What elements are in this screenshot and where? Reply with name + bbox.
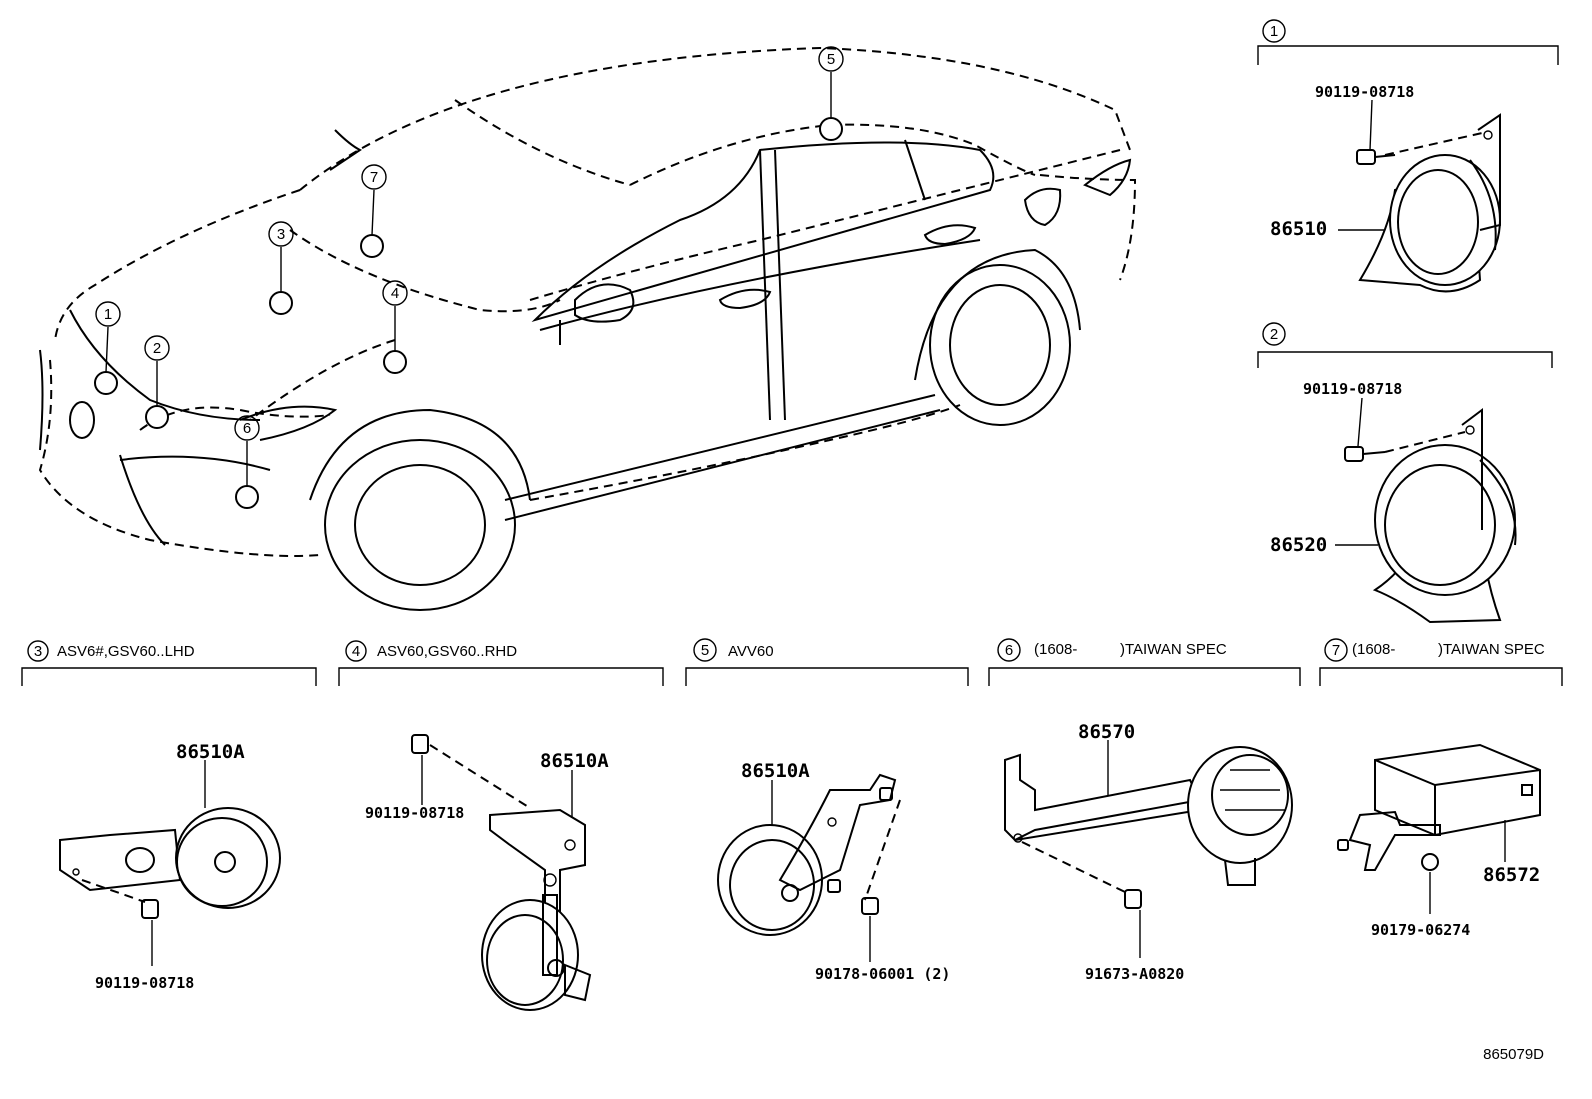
- car-callout-2: 2: [144, 335, 170, 361]
- section-1: 1 90119-08718 86510: [1257, 19, 1559, 293]
- part-90119-08718-s1: 90119-08718: [1315, 83, 1414, 101]
- horn-86510a-s4-icon: [411, 734, 592, 1011]
- car-callout-7: 7: [361, 164, 387, 190]
- svg-text:2: 2: [153, 340, 161, 357]
- horn-86510-icon: [1356, 113, 1501, 293]
- car-callout-3: 3: [268, 221, 294, 247]
- part-90119-08718-s4: 90119-08718: [365, 804, 464, 822]
- car-outline: [38, 46, 1137, 611]
- svg-text:4: 4: [391, 285, 399, 302]
- svg-text:7: 7: [370, 169, 378, 186]
- part-90119-08718-s3: 90119-08718: [95, 974, 194, 992]
- section-3: 3 ASV6#,GSV60..LHD 86510A 90119-08718: [21, 640, 317, 992]
- sensor-86570-icon: [1004, 746, 1293, 909]
- svg-text:2: 2: [1270, 326, 1278, 343]
- section-7: 7 (1608- )TAIWAN SPEC 86572 90179-06274: [1319, 638, 1563, 939]
- svg-text:6: 6: [1005, 642, 1013, 659]
- section-6-spec: )TAIWAN SPEC: [1120, 641, 1227, 658]
- part-86572-label: 86572: [1483, 864, 1540, 886]
- part-86510-label: 86510: [1270, 218, 1327, 240]
- car-callout-6: 6: [234, 415, 260, 441]
- svg-text:5: 5: [701, 642, 709, 659]
- svg-text:3: 3: [34, 643, 42, 660]
- car-callout-1: 1: [95, 301, 121, 327]
- horn-86510a-s3-icon: [59, 807, 281, 919]
- section-3-caption: ASV6#,GSV60..LHD: [57, 643, 195, 660]
- figure-id: 865079D: [1483, 1046, 1544, 1063]
- horn-86510a-s5-icon: [717, 773, 901, 936]
- part-90178-06001-s5: 90178-06001 (2): [815, 965, 950, 983]
- svg-text:6: 6: [243, 420, 251, 437]
- section-4-caption: ASV60,GSV60..RHD: [377, 643, 517, 660]
- part-91673-a0820-s6: 91673-A0820: [1085, 965, 1184, 983]
- ecu-86572-icon: [1337, 743, 1541, 871]
- section-5: 5 AVV60 86510A 90178-06001 (2): [685, 638, 969, 983]
- section-2: 2 90119-08718 86520: [1257, 322, 1553, 624]
- car-locations: [94, 72, 843, 509]
- section-7-date: (1608-: [1352, 641, 1395, 658]
- car-callout-5: 5: [818, 46, 844, 72]
- svg-text:3: 3: [277, 226, 285, 243]
- part-86510a-s4: 86510A: [540, 750, 609, 772]
- part-86570-label: 86570: [1078, 721, 1135, 743]
- svg-text:4: 4: [352, 643, 360, 660]
- svg-text:1: 1: [104, 306, 112, 323]
- part-86520-label: 86520: [1270, 534, 1327, 556]
- part-86510a-s3: 86510A: [176, 741, 245, 763]
- horn-86520-icon: [1344, 408, 1517, 624]
- section-5-caption: AVV60: [728, 643, 774, 660]
- svg-text:1: 1: [1270, 23, 1278, 40]
- part-90119-08718-s2: 90119-08718: [1303, 380, 1402, 398]
- section-7-spec: )TAIWAN SPEC: [1438, 641, 1545, 658]
- svg-text:5: 5: [827, 51, 835, 68]
- car-callout-4: 4: [382, 280, 408, 306]
- section-4: 4 ASV60,GSV60..RHD 86510A 90119-08718: [338, 640, 664, 1011]
- section-6-date: (1608-: [1034, 641, 1077, 658]
- part-90179-06274-s7: 90179-06274: [1371, 921, 1470, 939]
- section-6: 6 (1608- )TAIWAN SPEC 86570 91673-A0820: [988, 638, 1301, 983]
- svg-text:7: 7: [1332, 642, 1340, 659]
- part-86510a-s5: 86510A: [741, 760, 810, 782]
